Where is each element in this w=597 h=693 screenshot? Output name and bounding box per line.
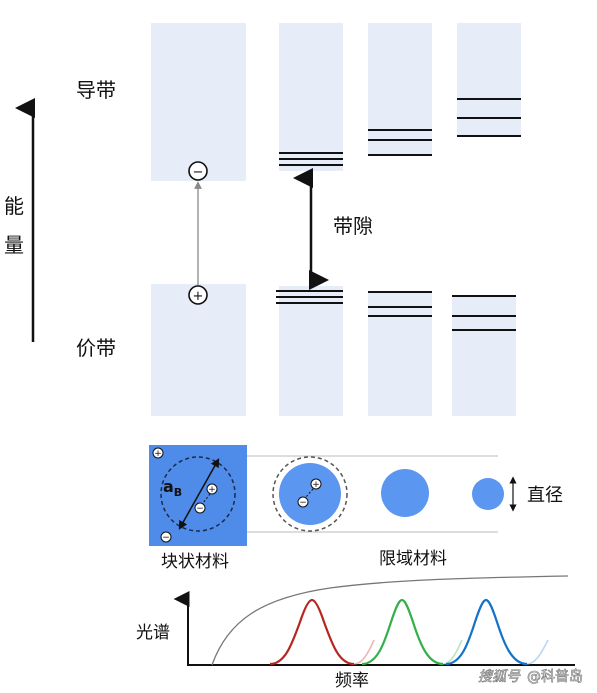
green-peak-fade — [442, 639, 463, 665]
svg-text:+: + — [312, 480, 320, 490]
electron-marker: − — [188, 161, 208, 181]
bohr-radius-label: aB — [163, 477, 182, 499]
svg-text:+: + — [154, 449, 162, 459]
bulk-absorption-curve — [211, 575, 569, 666]
valence-band-label: 价带 — [76, 336, 116, 360]
svg-text:−: − — [162, 533, 170, 543]
dot1-hole: + — [310, 478, 322, 490]
bulk-material-label: 块状材料 — [161, 552, 229, 572]
frequency-label: 频率 — [335, 671, 369, 691]
bulk-electron-small: − — [194, 502, 206, 514]
particle-size-row: aB + − + − + − — [149, 445, 563, 572]
band-blocks — [151, 23, 521, 416]
green-emission-peak — [361, 598, 444, 666]
dot3-valence-band — [452, 295, 516, 416]
svg-text:+: + — [193, 289, 204, 304]
corner-hole: + — [152, 447, 164, 459]
svg-text:+: + — [208, 485, 216, 495]
diameter-label: 直径 — [527, 485, 563, 506]
dot1-electron: − — [297, 496, 309, 508]
bulk-hole-small: + — [206, 483, 218, 495]
blue-peak-fade — [526, 639, 549, 665]
spectrum-plot: 光谱 频率 — [136, 575, 575, 691]
hole-marker: + — [188, 285, 208, 305]
band-gap-label: 带隙 — [333, 214, 373, 238]
quantum-dot-medium — [381, 469, 429, 517]
dot2-valence-band — [368, 292, 432, 416]
exciton-bohr-circle — [160, 456, 236, 532]
energy-label-char-2: 量 — [4, 233, 24, 257]
conduction-band-label: 导带 — [76, 78, 116, 102]
corner-electron: − — [160, 531, 172, 543]
bulk-valence-band — [151, 284, 246, 416]
red-emission-peak — [269, 598, 355, 666]
watermark-left: 搜狐号 — [478, 669, 521, 685]
dot3-conduction-band — [457, 23, 521, 137]
confined-material-label: 限域材料 — [379, 549, 447, 569]
svg-text:−: − — [193, 165, 204, 180]
quantum-dot-small — [472, 478, 504, 510]
dot2-conduction-band — [368, 23, 432, 156]
bulk-pair-link — [202, 493, 211, 504]
dot1-exciton-ring — [272, 456, 348, 532]
watermark-right: @科普岛 — [527, 669, 583, 685]
svg-text:−: − — [299, 498, 307, 508]
energy-label-char-1: 能 — [4, 194, 24, 218]
bulk-conduction-band — [151, 23, 246, 181]
red-peak-fade — [353, 639, 375, 665]
svg-text:−: − — [196, 504, 204, 514]
energy-levels — [276, 98, 521, 331]
spectrum-label: 光谱 — [136, 623, 170, 643]
dot1-pair-link — [305, 488, 314, 498]
bohr-radius-arrow — [178, 458, 220, 530]
dot1-valence-band — [279, 286, 343, 416]
blue-emission-peak — [445, 598, 528, 666]
dot1-conduction-band — [279, 23, 343, 171]
quantum-dot-large — [279, 463, 341, 525]
watermark: 搜狐号 @科普岛 — [478, 669, 584, 686]
